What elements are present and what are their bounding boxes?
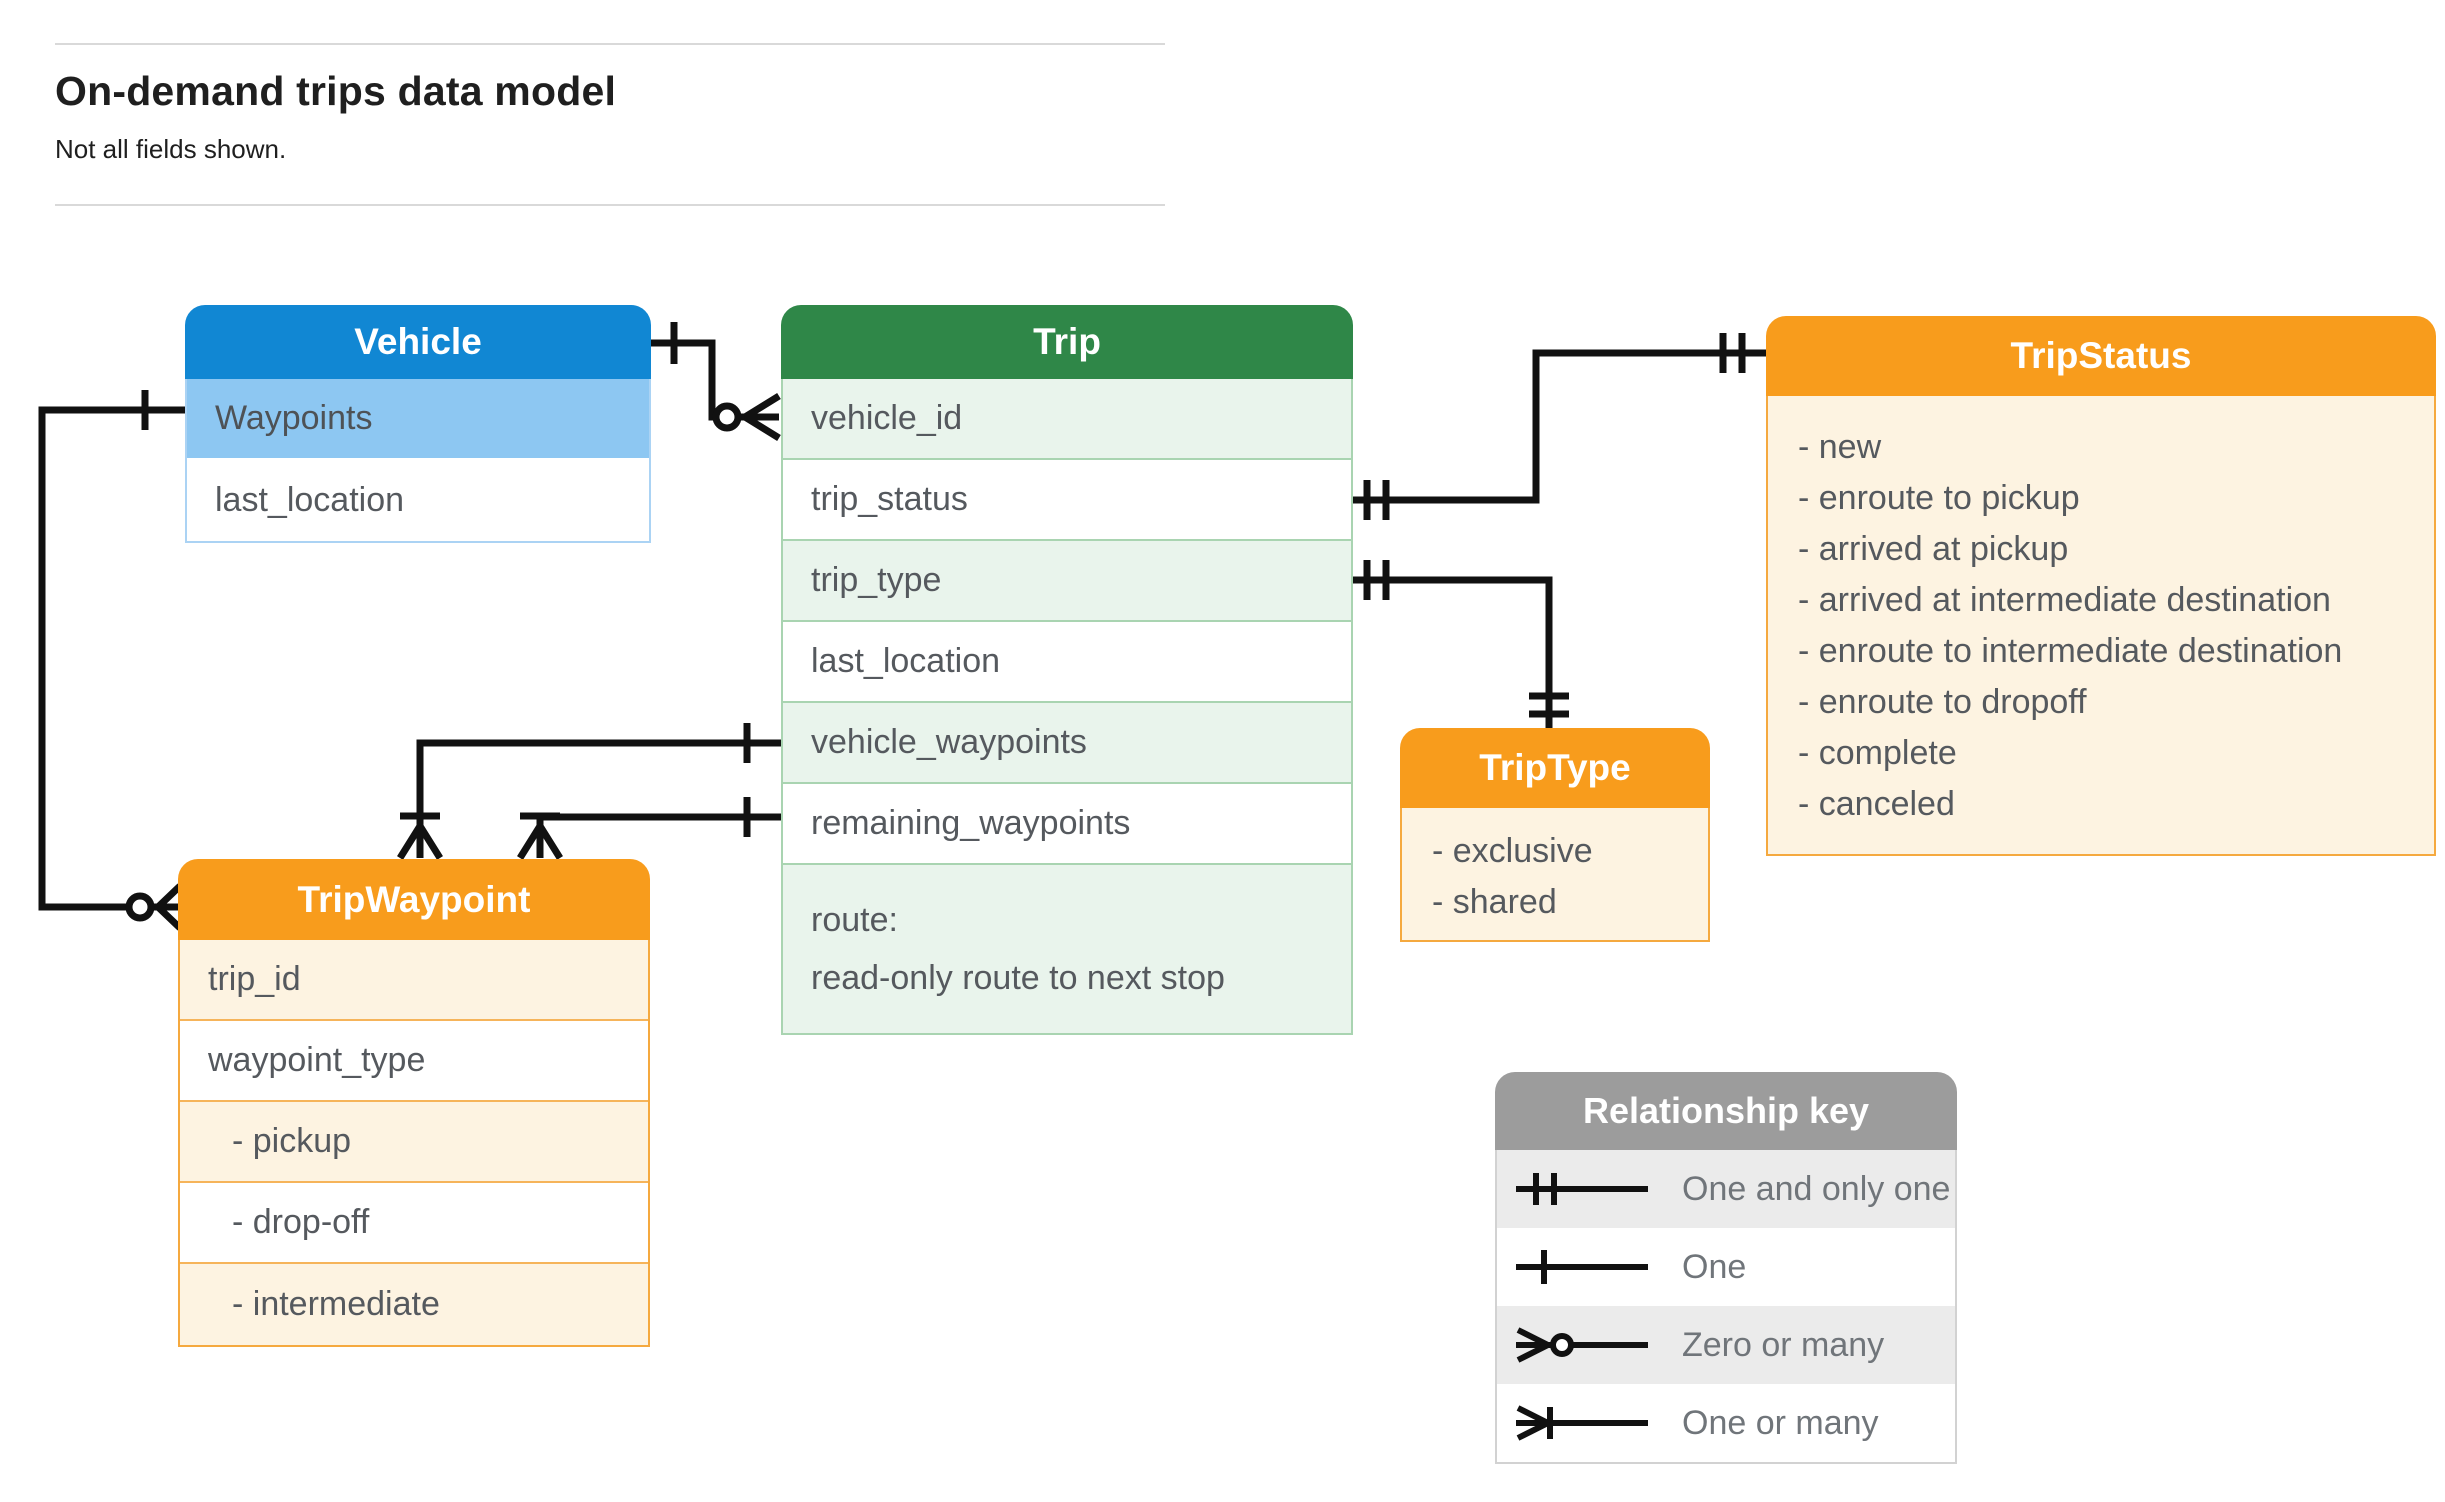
entity-vehicle-body: Waypoints last_location — [185, 379, 651, 543]
field-row-route: route: read-only route to next stop — [783, 865, 1351, 1033]
entity-trip-header: Trip — [781, 305, 1353, 379]
entity-tripwaypoint: TripWaypoint trip_id waypoint_type - pic… — [178, 859, 650, 1347]
connector-vehicle-tripwaypoint — [38, 390, 185, 931]
entity-vehicle: Vehicle Waypoints last_location — [185, 305, 651, 543]
field-row: - intermediate — [180, 1264, 648, 1345]
title-divider — [55, 204, 1165, 206]
enum-value: - enroute to dropoff — [1798, 683, 2087, 721]
field-row: trip_type — [783, 541, 1351, 622]
connector-trip-tripstatus — [1353, 333, 1766, 520]
crow-foot — [517, 824, 563, 860]
entity-triptype-body: - exclusive - shared — [1400, 808, 1710, 942]
relationship-key-body: One and only one One Zero or many — [1495, 1150, 1957, 1464]
page-title: On-demand trips data model — [55, 68, 617, 114]
enum-value: - new — [1798, 428, 1882, 466]
connector-trip-triptype — [1353, 560, 1569, 728]
enum-value: - complete — [1798, 734, 1957, 772]
top-divider — [55, 43, 1165, 45]
legend-row: One and only one — [1497, 1150, 1955, 1228]
tripstatus-values: - new - enroute to pickup - arrived at p… — [1768, 396, 2434, 830]
double-tick — [1529, 692, 1569, 718]
entity-tripstatus-header: TripStatus — [1766, 316, 2436, 396]
crow-foot — [743, 393, 781, 441]
page-subtitle: Not all fields shown. — [55, 134, 287, 164]
field-row: trip_id — [180, 940, 648, 1021]
entity-trip-body: vehicle_id trip_status trip_type last_lo… — [781, 379, 1353, 1035]
legend-row: Zero or many — [1497, 1306, 1955, 1384]
field-row: - drop-off — [180, 1183, 648, 1264]
field-row: last_location — [215, 481, 405, 519]
legend-label: One or many — [1682, 1403, 1879, 1442]
legend-label: One — [1682, 1247, 1747, 1286]
relationship-key-header: Relationship key — [1495, 1072, 1957, 1150]
enum-value: - canceled — [1798, 785, 1955, 823]
field-row: - pickup — [180, 1102, 648, 1183]
crow-foot — [397, 824, 443, 860]
legend-label: Zero or many — [1682, 1325, 1885, 1364]
entity-trip: Trip vehicle_id trip_status trip_type la… — [781, 305, 1353, 1035]
relationship-key: Relationship key One and only one One — [1495, 1072, 1957, 1464]
field-row: trip_status — [783, 460, 1351, 541]
one-icon — [1516, 1250, 1648, 1284]
enum-value: - arrived at pickup — [1798, 530, 2069, 568]
entity-tripstatus-body: - new - enroute to pickup - arrived at p… — [1766, 396, 2436, 856]
entity-triptype: TripType - exclusive - shared — [1400, 728, 1710, 942]
entity-tripstatus: TripStatus - new - enroute to pickup - a… — [1766, 316, 2436, 856]
enum-value: - arrived at intermediate destination — [1798, 581, 2331, 619]
connector-trip-tripwaypoint-remaining-waypoints — [517, 797, 781, 860]
connector-trip-tripwaypoint-vehicle-waypoints — [397, 723, 781, 860]
route-label: route: — [811, 901, 898, 939]
entity-tripwaypoint-header: TripWaypoint — [178, 859, 650, 940]
connector-vehicle-trip — [650, 322, 781, 441]
double-tick — [1363, 560, 1390, 600]
triptype-values: - exclusive - shared — [1402, 808, 1708, 928]
route-description: read-only route to next stop — [811, 959, 1225, 997]
legend-row: One — [1497, 1228, 1955, 1306]
entity-vehicle-header: Vehicle — [185, 305, 651, 379]
double-tick — [1363, 480, 1390, 520]
zero-or-many-icon — [1516, 1327, 1648, 1363]
crow-foot — [155, 883, 183, 931]
enum-value: - enroute to pickup — [1798, 479, 2080, 517]
field-row: Waypoints — [187, 379, 649, 460]
field-row: remaining_waypoints — [783, 784, 1351, 865]
enum-value: - enroute to intermediate destination — [1798, 632, 2343, 670]
zero-circle — [712, 402, 742, 432]
field-row: vehicle_id — [783, 379, 1351, 460]
field-row: waypoint_type — [180, 1021, 648, 1102]
field-row: last_location — [783, 622, 1351, 703]
one-or-many-icon — [1516, 1405, 1648, 1441]
zero-circle — [125, 892, 155, 922]
entity-tripwaypoint-body: trip_id waypoint_type - pickup - drop-of… — [178, 940, 650, 1347]
enum-value: - exclusive — [1432, 832, 1593, 870]
entity-triptype-header: TripType — [1400, 728, 1710, 808]
enum-value: - shared — [1432, 883, 1557, 921]
legend-row: One or many — [1497, 1384, 1955, 1462]
field-row: vehicle_waypoints — [783, 703, 1351, 784]
legend-label: One and only one — [1682, 1169, 1951, 1208]
one-and-only-one-icon — [1516, 1173, 1648, 1205]
double-tick — [1719, 333, 1746, 373]
